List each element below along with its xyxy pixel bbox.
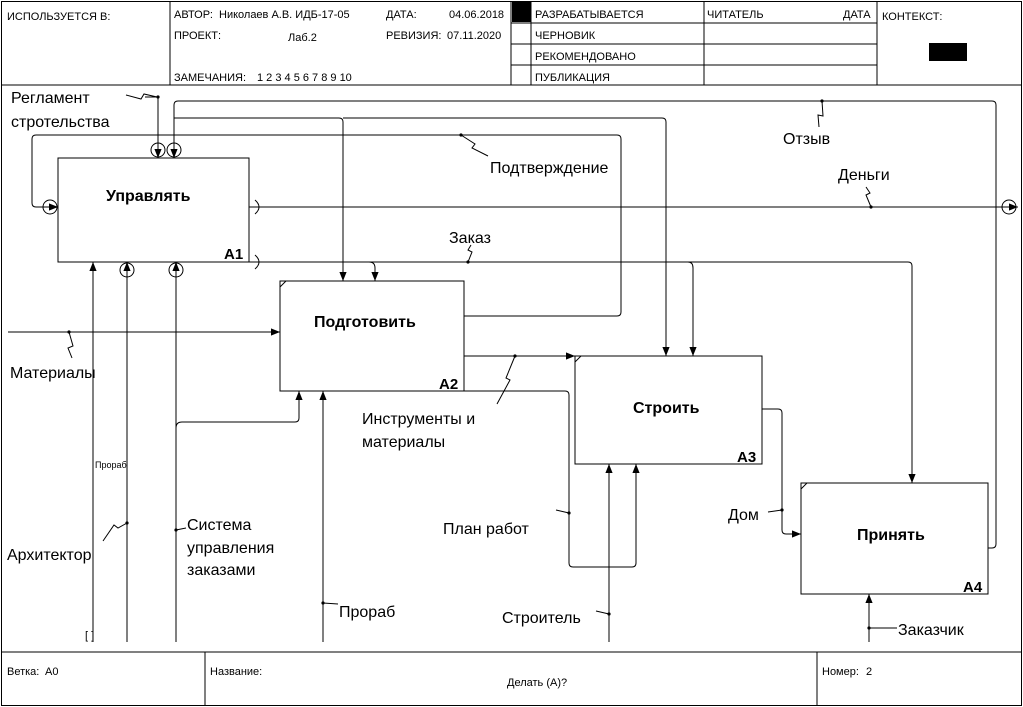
label-sistema-1: Система	[187, 517, 252, 534]
label-stroitel: Строитель	[502, 610, 581, 627]
revision-label: РЕВИЗИЯ:	[386, 30, 441, 42]
arrow-instrumenty[interactable]	[464, 352, 575, 405]
label-sistema-3: заказами	[187, 562, 255, 579]
label-reglament-1: Регламент	[11, 90, 90, 107]
number-label: Номер:	[822, 666, 859, 678]
label-instrumenty-2: материалы	[362, 434, 445, 451]
used-in-label: ИСПОЛЬЗУЕТСЯ В:	[7, 11, 110, 23]
number-value: 2	[866, 666, 872, 678]
arrow-dengi[interactable]	[249, 186, 1018, 215]
label-materialy: Материалы	[10, 365, 96, 382]
label-zakaz: Заказ	[449, 230, 491, 247]
box-a3-title: Строить	[633, 400, 700, 417]
project-value: Лаб.2	[288, 32, 317, 44]
diagram-title: Делать (А)?	[507, 677, 567, 689]
label-prorab-small: Прораб	[95, 460, 127, 470]
arrow-otzyv[interactable]	[166, 99, 997, 549]
header-text: ИСПОЛЬЗУЕТСЯ В: АВТОР: Николаев А.В. ИДБ…	[7, 9, 942, 84]
tunnel-marker: [ ]	[85, 630, 94, 642]
node-label: Ветка:	[7, 666, 39, 678]
reader-label: ЧИТАТЕЛЬ	[707, 9, 764, 21]
arrow-sistema[interactable]	[168, 262, 303, 642]
arrow-reglament-branches[interactable]	[174, 117, 670, 356]
notes-label: ЗАМЕЧАНИЯ:	[174, 72, 246, 84]
revision-value: 07.11.2020	[447, 30, 501, 42]
arrow-plan-rabot[interactable]	[464, 390, 640, 568]
box-a1[interactable]: Управлять A1	[57, 157, 250, 263]
footer-frame: Ветка: A0 Название: Делать (А)? Номер: 2	[1, 651, 1022, 706]
notes-numbers: 1 2 3 4 5 6 7 8 9 10	[257, 72, 352, 84]
label-zakazchik: Заказчик	[898, 622, 965, 639]
label-arhitektor: Архитектор	[7, 547, 92, 564]
date-label: ДАТА:	[386, 9, 417, 21]
label-sistema-2: управления	[187, 540, 274, 557]
node-value: A0	[45, 666, 58, 678]
arrow-prorab-a2[interactable]	[319, 391, 339, 642]
label-plan-rabot: План работ	[443, 521, 530, 538]
status-draft: ЧЕРНОВИК	[535, 30, 596, 42]
label-dengi: Деньги	[838, 167, 890, 184]
label-instrumenty-1: Инструменты и	[362, 411, 475, 428]
box-a3[interactable]: Строить A3	[574, 355, 763, 466]
box-a4[interactable]: Принять A4	[800, 482, 989, 596]
box-a1-title: Управлять	[106, 188, 191, 205]
label-prorab: Прораб	[339, 604, 395, 621]
status-recommended: РЕКОМЕНДОВАНО	[535, 51, 636, 63]
label-otzyv: Отзыв	[783, 131, 830, 148]
box-a4-title: Принять	[857, 527, 925, 544]
arrow-dom[interactable]	[762, 408, 801, 538]
project-label: ПРОЕКТ:	[174, 30, 221, 42]
date-value: 04.06.2018	[449, 9, 504, 21]
box-a1-number: A1	[224, 246, 243, 263]
box-a2-number: A2	[439, 376, 458, 393]
arrow-arhitektor[interactable]	[102, 262, 135, 642]
label-reglament-2: стротельства	[11, 114, 110, 131]
status-publication: ПУБЛИКАЦИЯ	[535, 72, 610, 84]
title-label: Название:	[210, 666, 262, 678]
box-a2-title: Подготовить	[314, 314, 416, 331]
arrow-stroitel[interactable]	[595, 464, 613, 642]
arrow-materialy[interactable]	[8, 328, 280, 359]
arrow-podtverzhdenie[interactable]	[31, 133, 622, 317]
status-working: РАЗРАБАТЫВАЕТСЯ	[535, 9, 644, 21]
label-dom: Дом	[728, 507, 759, 524]
box-a3-number: A3	[737, 449, 756, 466]
author-label: АВТОР:	[174, 9, 213, 21]
label-podtverzhdenie: Подтверждение	[490, 160, 609, 177]
reader-date-label: ДАТА	[843, 9, 871, 21]
context-marker	[929, 43, 967, 61]
arrow-reglament[interactable]	[125, 93, 166, 158]
context-label: КОНТЕКСТ:	[882, 11, 942, 23]
arrow-zakazchik[interactable]	[865, 594, 897, 642]
box-a4-number: A4	[963, 579, 983, 596]
author-value: Николаев А.В. ИДБ-17-05	[219, 9, 350, 21]
arrow-zakaz[interactable]	[249, 244, 916, 483]
box-a2[interactable]: Подготовить A2	[279, 280, 465, 393]
